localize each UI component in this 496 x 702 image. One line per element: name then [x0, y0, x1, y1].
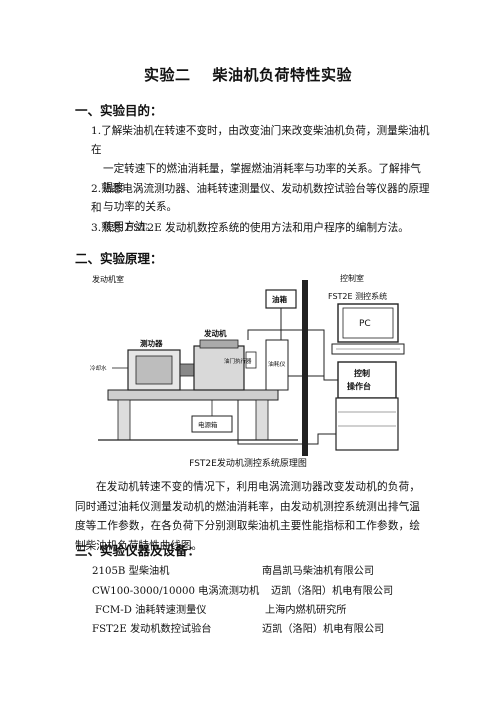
- pc-screen: [342, 307, 394, 339]
- purpose-item-2-line2: 使用方法。: [103, 221, 156, 233]
- engine-room-label: 发动机室: [92, 274, 124, 284]
- signal-cable-1: [247, 329, 338, 381]
- equipment-maker: 南昌凯马柴油机有限公司: [262, 566, 375, 577]
- equipment-row: FST2E 发动机数控试验台 迈凯（洛阳）机电有限公司: [92, 620, 412, 639]
- purpose-item-2: 2.熟悉电涡流测功器、油耗转速测量仪、发动机数控试验台等仪器的原理和 使用方法。: [91, 180, 431, 237]
- pc-label: PC: [359, 319, 371, 329]
- purpose-item-1-line1: 1.了解柴油机在转速不变时，由改变油门来改变柴油机负荷，测量柴油机在: [91, 125, 430, 156]
- equipment-row: FCM-D 油耗转速测量仪 上海内燃机研究所: [92, 601, 412, 620]
- equipment-name: FCM-D 油耗转速测量仪: [95, 605, 207, 616]
- equipment-name: CW100-3000/10000 电涡流测功机: [92, 586, 260, 597]
- purpose-item-1-line3: 与功率的关系。: [103, 201, 178, 213]
- diagram-caption: FST2E发动机测控系统原理图: [189, 459, 307, 469]
- equipment-name: 2105B 型柴油机: [92, 566, 170, 577]
- equipment-maker: 迈凯（洛阳）机电有限公司: [271, 586, 394, 597]
- purpose-item-3-line1: 3.熟悉 FST2E 发动机数控系统的使用方法和用户程序的编制方法。: [91, 222, 409, 234]
- equipment-maker: 上海内燃机研究所: [265, 605, 347, 616]
- purpose-item-3: 3.熟悉 FST2E 发动机数控系统的使用方法和用户程序的编制方法。: [91, 219, 431, 238]
- section-heading-purpose: 一、实验目的：: [75, 103, 163, 118]
- equipment-name: FST2E 发动机数控试验台: [92, 624, 212, 635]
- purpose-item-1: 1.了解柴油机在转速不变时，由改变油门来改变柴油机负荷，测量柴油机在 一定转速下…: [91, 122, 431, 217]
- control-room-label: 控制室: [340, 273, 364, 283]
- section-heading-principle: 二、实验原理：: [75, 251, 163, 266]
- dynamometer-label: 测功器: [140, 338, 163, 348]
- signal-cable-3: [237, 396, 336, 445]
- control-console: [337, 361, 397, 399]
- purpose-item-1-line2: 一定转速下的燃油消耗量，掌握燃油消耗率与功率的关系。了解排气温度: [103, 163, 421, 194]
- system-label: FST2E 测控系统: [328, 291, 387, 301]
- fuel-meter-label: 油耗仪: [268, 360, 286, 368]
- throttle-actuator-label: 油门执行器: [224, 357, 252, 365]
- principle-paragraph: 在发动机转速不变的情况下，利用电涡流测功器改变发动机的负荷，同时通过油耗仪测量发…: [75, 481, 420, 552]
- partition-wall: [302, 280, 308, 456]
- console-label-line2: 操作台: [347, 381, 371, 391]
- equipment-maker: 迈凯（洛阳）机电有限公司: [262, 624, 385, 635]
- purpose-item-2-line1: 2.熟悉电涡流测功器、油耗转速测量仪、发动机数控试验台等仪器的原理和: [91, 183, 430, 214]
- fuel-meter: [265, 339, 289, 391]
- coupling: [179, 363, 195, 377]
- console-cabinet: [335, 397, 399, 451]
- fuel-tank-label: 油箱: [272, 294, 287, 304]
- test-bed-base: [107, 389, 279, 401]
- engine-body: [193, 345, 245, 391]
- console-label-line1: 控制: [354, 368, 370, 378]
- cooling-label: 冷却水: [90, 364, 107, 372]
- equipment-row: 2105B 型柴油机 南昌凯马柴油机有限公司: [92, 562, 412, 581]
- title-experiment-name: 柴油机负荷特性实验: [212, 66, 353, 84]
- title-experiment-number: 实验二: [143, 66, 191, 84]
- engine-label: 发动机: [203, 328, 227, 338]
- system-schematic-diagram: 发动机室 控制室 油箱 FST2E 测控系统 PC 控制 操作台 测功器 冷却水…: [90, 273, 405, 456]
- page-title: 实验二 柴油机负荷特性实验: [0, 64, 496, 85]
- equipment-row: CW100-3000/10000 电涡流测功机 迈凯（洛阳）机电有限公司: [92, 582, 412, 601]
- power-cabinet-label: 电源箱: [198, 420, 218, 429]
- section-heading-equipment: 三、实验仪器及设备：: [75, 543, 201, 558]
